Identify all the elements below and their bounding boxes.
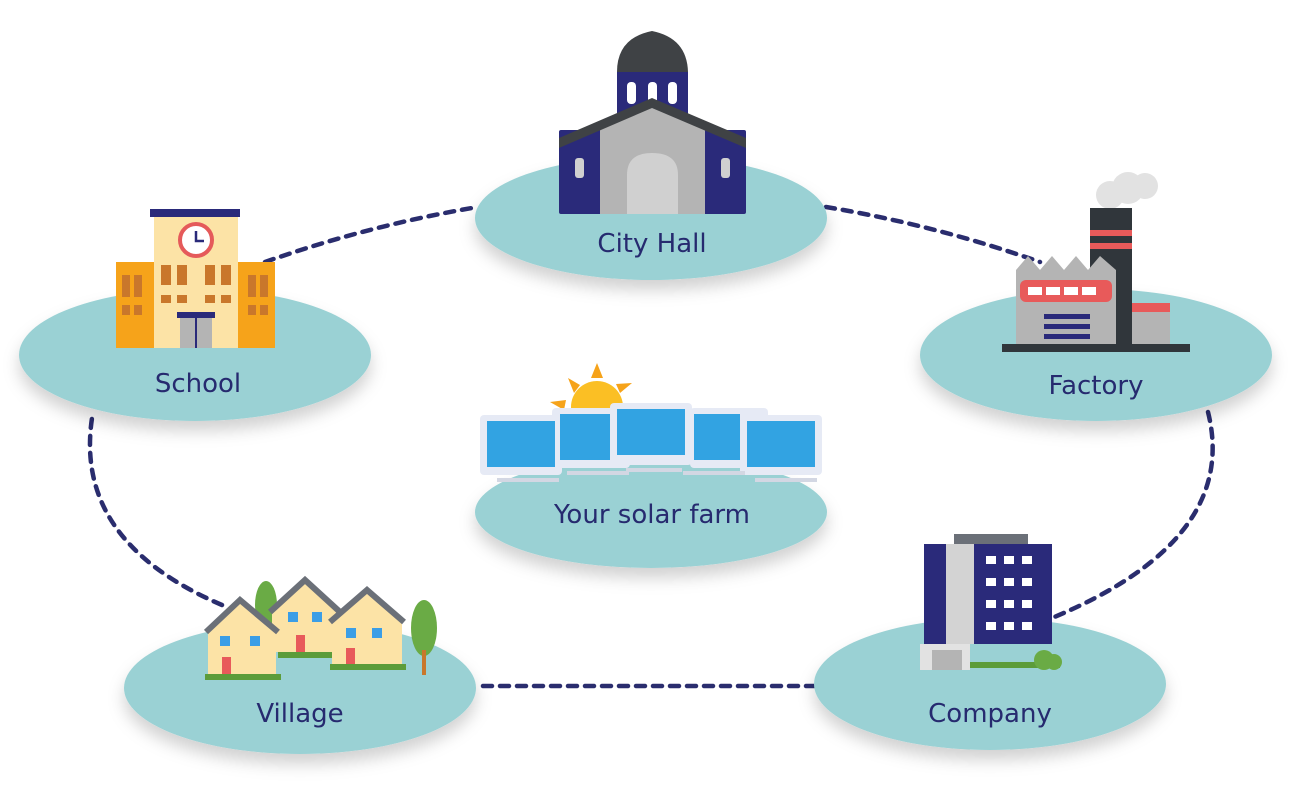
school-pad (19, 289, 371, 421)
link-cityhall-factory (823, 204, 1043, 265)
solar-farm-pad (475, 456, 827, 568)
company-label: Company (928, 699, 1052, 729)
village-label: Village (256, 699, 343, 729)
link-village-school (87, 409, 225, 608)
connection-links (87, 204, 1215, 689)
solar-farm-icon (480, 363, 822, 482)
school-icon (116, 209, 275, 348)
solar-panels (480, 403, 822, 482)
school-label: School (155, 369, 241, 399)
link-factory-company (1049, 409, 1215, 621)
solar-farm-label: Your solar farm (553, 500, 750, 530)
village-icon (203, 575, 437, 680)
company-pad (814, 618, 1166, 750)
factory-icon (1002, 172, 1190, 352)
city-hall-icon (559, 31, 746, 214)
link-school-cityhall (262, 204, 481, 265)
city-hall-label: City Hall (597, 229, 706, 259)
factory-label: Factory (1049, 371, 1144, 401)
company-icon (920, 534, 1062, 670)
factory-pad (920, 289, 1272, 421)
